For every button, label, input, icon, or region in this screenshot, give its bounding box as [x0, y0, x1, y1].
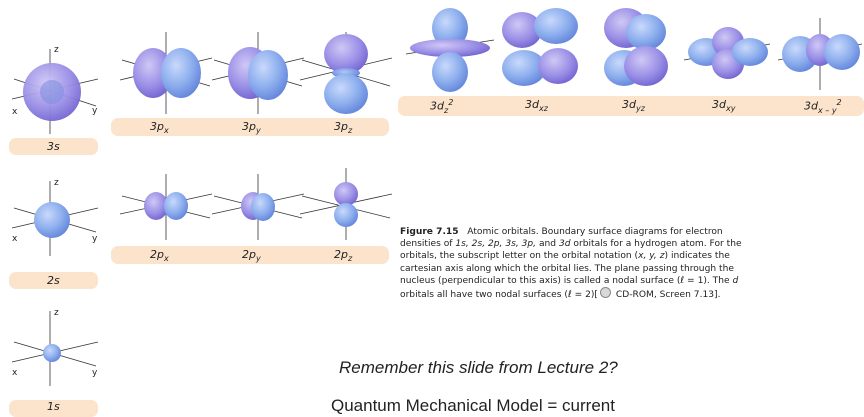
- label-bar-3d: [398, 96, 864, 116]
- orbital-3px-diagram: [119, 32, 213, 114]
- figure-label: Figure 7.15: [400, 227, 459, 237]
- label-bar-3p: [111, 118, 389, 136]
- orbital-2s-diagram: [11, 181, 99, 256]
- label-bar-3s: [9, 138, 98, 155]
- axis-label-z: z: [54, 308, 59, 318]
- orbital-3dz2-diagram: [405, 8, 495, 92]
- cd-rom-icon: [600, 287, 611, 299]
- label-3dyz: 3dyz: [622, 98, 645, 114]
- orbital-3dxz: [494, 4, 586, 94]
- label-3dx2y2: 3dx – y2: [804, 98, 842, 115]
- label-bar-2s: [9, 272, 98, 289]
- orbital-2pz: [298, 166, 394, 242]
- label-1s: 1s: [47, 400, 60, 413]
- axis-label-y: y: [92, 368, 98, 378]
- orbital-3dyz-diagram: [604, 8, 668, 86]
- orbital-3pz: [298, 30, 394, 116]
- remember-text: Remember this slide from Lecture 2?: [339, 358, 618, 377]
- label-3dxz: 3dxz: [525, 98, 548, 114]
- label-2s: 2s: [47, 274, 60, 287]
- label-3s: 3s: [47, 140, 60, 153]
- orbital-3py-diagram: [211, 32, 305, 114]
- axis-label-z: z: [54, 178, 59, 188]
- orbital-3dyz: [590, 4, 682, 94]
- orbital-1s: z x y: [10, 306, 100, 396]
- orbital-2pz-diagram: [299, 168, 393, 240]
- orbital-2s: z x y: [10, 176, 100, 266]
- axis-label-y: y: [92, 234, 98, 244]
- orbital-2py: [210, 172, 306, 242]
- orbital-1s-diagram: [11, 311, 99, 386]
- orbital-3px: [118, 30, 214, 116]
- orbital-3dz2: [404, 4, 496, 94]
- label-bar-2p: [111, 246, 389, 264]
- orbital-2px-diagram: [119, 174, 213, 240]
- orbital-2py-diagram: [211, 174, 305, 240]
- label-2py: 2py: [242, 248, 261, 264]
- orbital-3s-diagram: [11, 49, 99, 134]
- figure-caption: Figure 7.15 Atomic orbitals. Boundary su…: [400, 227, 742, 301]
- label-2pz: 2pz: [334, 248, 353, 264]
- axis-label-z: z: [54, 45, 59, 55]
- quantum-model-text: Quantum Mechanical Model = current: [331, 396, 615, 415]
- axis-label-x: x: [12, 234, 18, 244]
- orbital-3s: z x y: [10, 44, 100, 144]
- orbital-3py: [210, 30, 306, 116]
- orbital-3dxy-diagram: [683, 27, 771, 79]
- axis-label-x: x: [12, 368, 18, 378]
- label-3dxy: 3dxy: [712, 98, 736, 114]
- label-3pz: 3pz: [334, 120, 353, 136]
- orbital-2px: [118, 172, 214, 242]
- label-3py: 3py: [242, 120, 261, 136]
- orbital-3dx2y2-diagram: [777, 18, 863, 90]
- orbital-3dxy: [682, 14, 772, 94]
- label-3px: 3px: [150, 120, 169, 136]
- orbital-3pz-diagram: [299, 32, 393, 114]
- orbital-3dx2y2: [776, 14, 864, 94]
- orbital-3dxz-diagram: [502, 8, 578, 86]
- label-3dz2: 3dz2: [430, 98, 454, 115]
- axis-label-y: y: [92, 106, 98, 116]
- axis-label-x: x: [12, 107, 18, 117]
- label-2px: 2px: [150, 248, 169, 264]
